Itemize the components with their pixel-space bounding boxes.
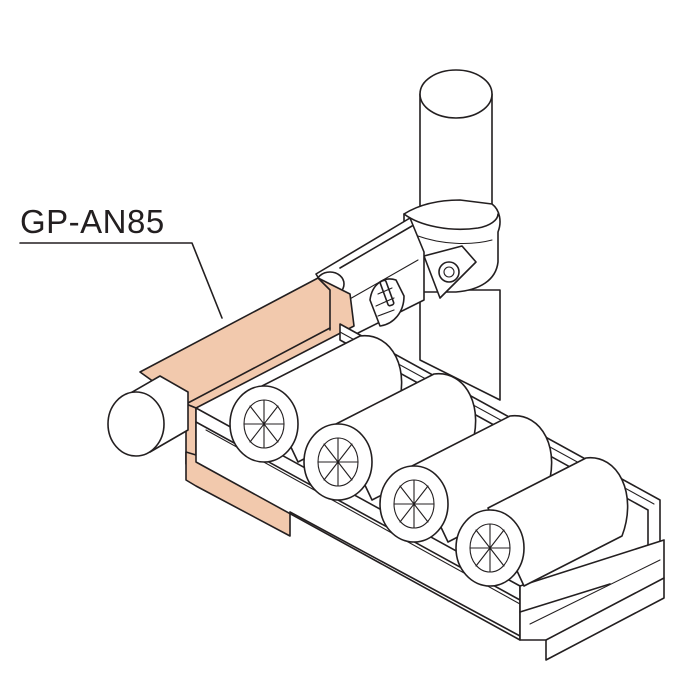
roller-2: [303, 373, 477, 501]
pipe-clamp-joint: [403, 199, 501, 299]
roller-3: [379, 415, 553, 543]
leader-line: [19, 242, 223, 319]
pipe-end-left: [107, 375, 189, 457]
rollers: [229, 335, 629, 587]
roller-4: [455, 457, 629, 587]
roller-1: [229, 335, 403, 463]
part-number-label: GP-AN85: [20, 203, 165, 240]
